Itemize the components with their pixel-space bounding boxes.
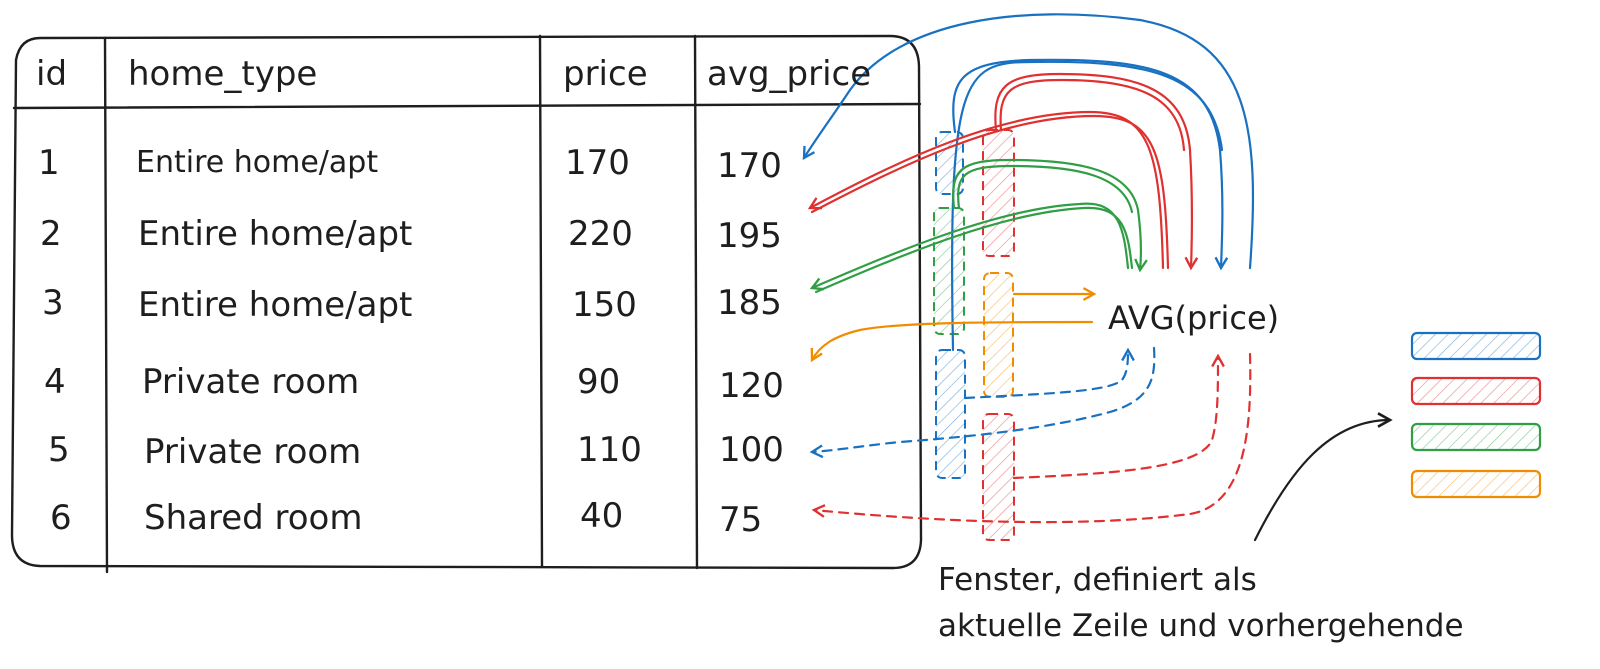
cell-row5-avg-price: 100 [719, 430, 784, 470]
window-red-bottom [982, 413, 1015, 541]
legend-swatch-green [1410, 422, 1542, 452]
avg-function-label: AVG(price) [1108, 299, 1280, 337]
cell-row2-price: 220 [568, 214, 633, 254]
header-avg-price: avg_price [707, 54, 872, 94]
cell-row1-avg-price: 170 [717, 146, 782, 186]
cell-row2-id: 2 [40, 214, 62, 254]
red-arrows [810, 72, 1252, 524]
cell-row3-avg-price: 185 [717, 283, 782, 323]
header-home-type: home_type [128, 54, 318, 94]
cell-row2-avg-price: 195 [717, 216, 782, 256]
cell-row2-home-type: Entire home/apt [138, 214, 413, 254]
caption-line-1: Fenster, definiert als [938, 562, 1257, 598]
cell-row5-price: 110 [577, 430, 642, 470]
caption-line-2: aktuelle Zeile und vorhergehende [938, 608, 1464, 644]
table-frame [10, 34, 923, 574]
legend-swatch-red [1410, 376, 1542, 406]
legend-swatch-blue [1410, 331, 1542, 361]
legend-swatch-orange [1410, 469, 1542, 499]
blue-arrows [804, 13, 1255, 452]
window-green [933, 207, 965, 335]
window-red-top [982, 129, 1015, 257]
cell-row4-avg-price: 120 [719, 366, 784, 406]
cell-row4-price: 90 [577, 362, 621, 402]
header-price: price [563, 54, 648, 94]
cell-row3-home-type: Entire home/apt [138, 285, 413, 325]
cell-row1-home-type: Entire home/apt [136, 145, 379, 180]
cell-row6-avg-price: 75 [719, 500, 763, 540]
cell-row6-id: 6 [50, 498, 72, 538]
cell-row5-home-type: Private room [144, 432, 362, 472]
legend-pointer-arrow [1253, 420, 1390, 542]
cell-row3-price: 150 [572, 285, 637, 325]
window-orange [983, 272, 1014, 398]
cell-row5-id: 5 [48, 430, 70, 470]
cell-row4-home-type: Private room [142, 362, 360, 402]
green-arrows [812, 158, 1141, 294]
cell-row6-home-type: Shared room [144, 498, 363, 538]
window-blue-bottom [935, 349, 966, 479]
cell-row1-id: 1 [38, 143, 60, 183]
cell-row4-id: 4 [44, 362, 66, 402]
orange-arrows [812, 294, 1094, 360]
cell-row3-id: 3 [42, 283, 64, 323]
cell-row6-price: 40 [580, 496, 624, 536]
cell-row1-price: 170 [565, 143, 630, 183]
header-id: id [36, 54, 68, 94]
